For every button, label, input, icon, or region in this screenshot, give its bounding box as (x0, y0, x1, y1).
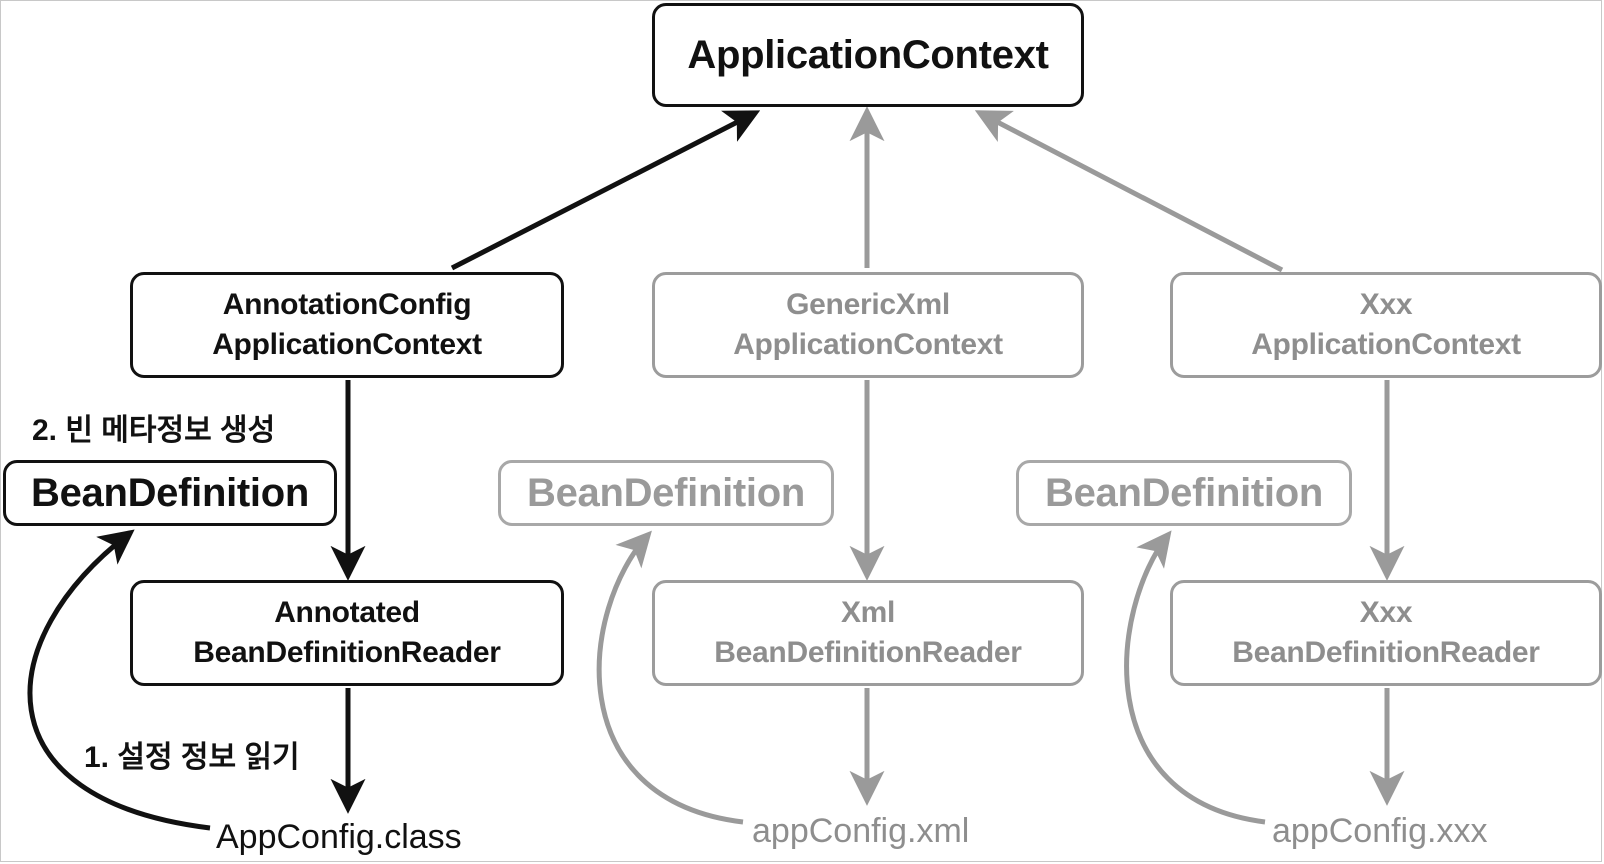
annotation-config-context-box: AnnotationConfig ApplicationContext (130, 272, 564, 378)
step-create-label: 2. 빈 메타정보 생성 (32, 414, 276, 447)
context-line2: ApplicationContext (733, 328, 1003, 361)
edge-xxx-source-to-beandef (1124, 530, 1266, 825)
bean-definition-box: BeanDefinition (3, 460, 337, 526)
edge-generic-source-to-beandef (596, 530, 744, 825)
root-label: ApplicationContext (687, 33, 1049, 77)
context-line1: Xxx (1359, 288, 1413, 321)
generic-xml-context-box: GenericXml ApplicationContext (652, 272, 1084, 378)
edge-xxx-context-to-root (974, 110, 1284, 273)
context-line1: GenericXml (786, 288, 950, 321)
reader-line1: Xml (840, 596, 896, 629)
reader-line2: BeanDefinitionReader (714, 636, 1022, 669)
xxx-context-box: Xxx ApplicationContext (1170, 272, 1602, 378)
context-line2: ApplicationContext (212, 328, 482, 361)
annotated-reader-box: Annotated BeanDefinitionReader (130, 580, 564, 686)
xxx-reader-box: Xxx BeanDefinitionReader (1170, 580, 1602, 686)
reader-line1: Xxx (1359, 596, 1413, 629)
xml-reader-box: Xml BeanDefinitionReader (652, 580, 1084, 686)
source-appconfig-class: AppConfig.class (216, 818, 462, 856)
application-context-root-box: ApplicationContext (652, 3, 1084, 107)
reader-line2: BeanDefinitionReader (1232, 636, 1540, 669)
source-appconfig-xxx: appConfig.xxx (1272, 812, 1488, 850)
bean-definition-box: BeanDefinition (498, 460, 834, 526)
bean-definition-box: BeanDefinition (1016, 460, 1352, 526)
context-line2: ApplicationContext (1251, 328, 1521, 361)
bean-definition-label: BeanDefinition (1044, 470, 1324, 515)
context-line1: AnnotationConfig (222, 288, 472, 321)
step-read-label: 1. 설정 정보 읽기 (84, 741, 300, 774)
edge-annotation-context-to-root (450, 110, 761, 271)
edge-annotation-source-to-beandef (27, 529, 211, 831)
source-appconfig-xml: appConfig.xml (752, 812, 970, 850)
reader-line2: BeanDefinitionReader (193, 636, 501, 669)
bean-definition-label: BeanDefinition (526, 470, 806, 515)
reader-line1: Annotated (274, 596, 420, 629)
bean-definition-label: BeanDefinition (30, 470, 310, 515)
